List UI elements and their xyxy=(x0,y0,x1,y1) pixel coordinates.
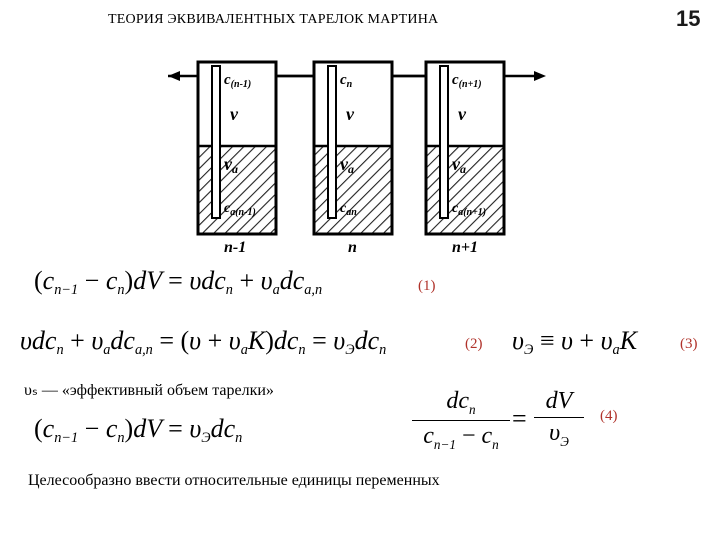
plate3-n-label: n+1 xyxy=(452,239,478,252)
equation-effective: (cn−1 − cn)dV = υЭdcn xyxy=(34,414,243,446)
slide-title: ТЕОРИЯ ЭКВИВАЛЕНТНЫХ ТАРЕЛОК МАРТИНА xyxy=(108,12,439,27)
equation-1: (cn−1 − cn)dV = υdcn + υadca,n xyxy=(34,266,323,298)
plate1-v-label: v xyxy=(230,104,239,124)
plate3-v-label: v xyxy=(458,104,467,124)
plates-diagram: c(n-1) v va ca(n-1) n-1 cn v va can n c(… xyxy=(168,60,546,252)
equation-4-number: (4) xyxy=(600,408,618,424)
equation-1-number: (1) xyxy=(418,278,436,294)
equation-4-equals: = xyxy=(512,404,527,433)
equation-3: υЭ ≡ υ + υaK xyxy=(512,326,638,358)
plate-2 xyxy=(312,60,394,236)
equation-4-rhs: dV υЭ xyxy=(534,388,584,450)
equation-3-number: (3) xyxy=(680,336,698,352)
plate-1 xyxy=(196,60,278,236)
plate2-v-label: v xyxy=(346,104,355,124)
flow-arrow-right xyxy=(534,71,546,81)
equation-2: υdcn + υadca,n = (υ + υaK)dcn = υЭdcn xyxy=(20,326,387,358)
flow-arrow-left xyxy=(168,71,180,81)
page-number: 15 xyxy=(676,6,701,31)
plate1-n-label: n-1 xyxy=(224,239,246,252)
relative-units-text: Целесообразно ввести относительные едини… xyxy=(28,472,440,489)
effective-volume-text: υₛ — «эффективный объем тарелки» xyxy=(24,382,274,399)
plate-3 xyxy=(424,60,506,236)
equation-4-lhs: dcn cn−1 − cn xyxy=(412,388,510,453)
plate2-n-label: n xyxy=(348,239,357,252)
equation-2-number: (2) xyxy=(465,336,483,352)
